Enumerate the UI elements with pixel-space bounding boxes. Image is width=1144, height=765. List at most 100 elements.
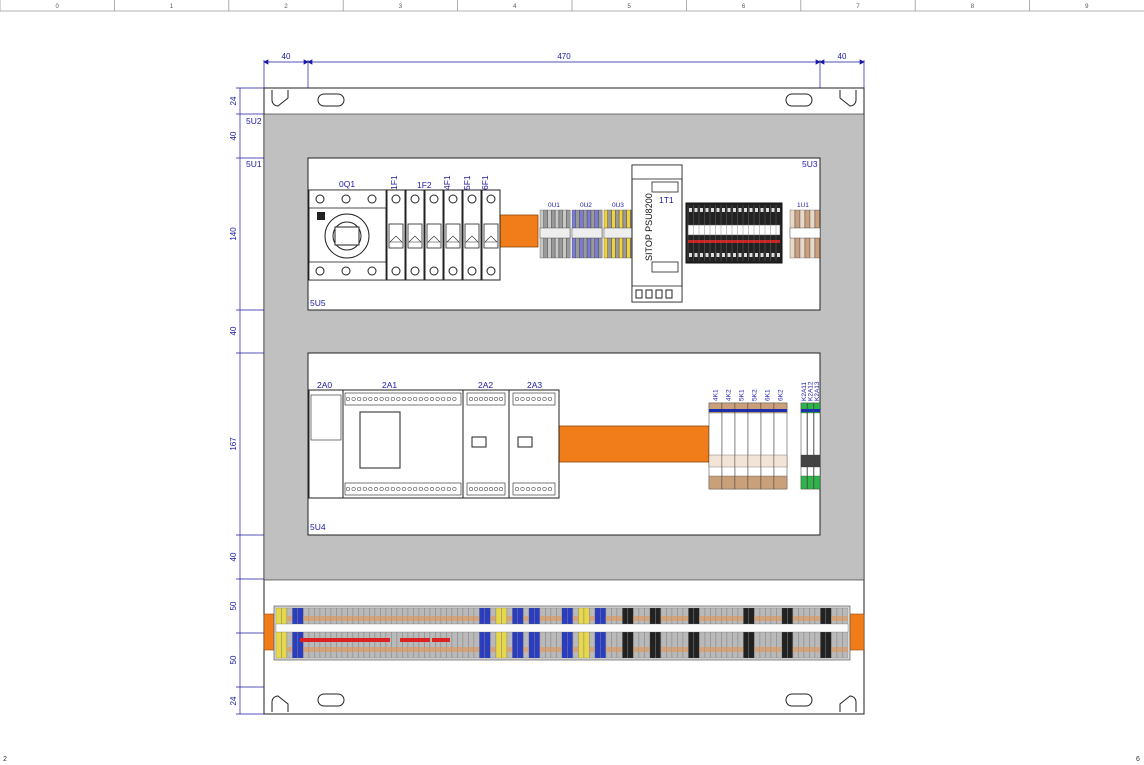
strip-terminal	[814, 607, 821, 659]
strip-terminal	[754, 607, 760, 659]
strip-terminal	[418, 607, 425, 659]
psu-label: SITOP PSU8200	[644, 193, 654, 261]
top-dimensions	[263, 59, 865, 95]
terminal-block-1u1	[789, 209, 821, 259]
tag-0u1: 0U1	[548, 202, 560, 209]
tag-1u1: 1U1	[797, 202, 809, 209]
strip-terminal	[820, 607, 826, 659]
breaker-tag: 5F1	[462, 175, 472, 190]
strip-terminal	[561, 607, 568, 659]
dim-left-4: 167	[229, 437, 238, 451]
strip-terminal	[792, 607, 799, 659]
tag-2a3: 2A3	[527, 380, 542, 390]
strip-terminal	[704, 607, 711, 659]
strip-terminal	[556, 607, 562, 659]
strip-terminal	[572, 607, 579, 659]
strip-terminal	[655, 607, 661, 659]
relay-tag: 4K1	[713, 389, 720, 401]
strip-terminal	[308, 607, 315, 659]
label-5u2: 5U2	[246, 116, 262, 126]
strip-terminal	[638, 607, 645, 659]
strip-terminal	[831, 607, 837, 659]
tag-2a0: 2A0	[317, 380, 332, 390]
strip-terminal	[759, 607, 766, 659]
mounting-slot-tl	[271, 90, 289, 107]
strip-terminal	[677, 607, 683, 659]
strip-terminal	[765, 607, 771, 659]
strip-terminal	[303, 607, 309, 659]
sheet-corner-left: 2	[3, 756, 7, 763]
label-5u1: 5U1	[246, 159, 262, 169]
tag-0u3: 0U3	[612, 202, 624, 209]
dim-left-2: 140	[229, 227, 238, 241]
strip-terminal	[446, 607, 452, 659]
breaker-tag: 1F1	[389, 175, 399, 190]
tag-2a1: 2A1	[382, 380, 397, 390]
relay-tag: K2A13	[814, 381, 821, 401]
strip-terminal	[550, 607, 557, 659]
strip-terminal	[517, 607, 524, 659]
strip-terminal	[440, 607, 447, 659]
strip-terminal	[644, 607, 650, 659]
strip-terminal	[424, 607, 430, 659]
strip-terminal	[726, 607, 733, 659]
strip-terminal	[545, 607, 551, 659]
strip-terminal	[781, 607, 788, 659]
ruler-column-number: 2	[284, 4, 288, 10]
relay-tag: K2A12	[808, 381, 815, 401]
strip-terminal	[671, 607, 678, 659]
strip-terminal	[605, 607, 612, 659]
distribution-terminals	[685, 202, 783, 264]
strip-terminal	[363, 607, 370, 659]
power-supply-1t1	[631, 164, 683, 303]
strip-terminal	[413, 607, 419, 659]
strip-terminal	[809, 607, 815, 659]
label-5u4: 5U4	[310, 522, 326, 532]
ruler-column-number: 5	[628, 4, 632, 10]
strip-terminal	[836, 607, 843, 659]
strip-terminal	[468, 607, 474, 659]
strip-terminal	[484, 607, 491, 659]
strip-terminal	[374, 607, 381, 659]
tag-0q1: 0Q1	[339, 179, 355, 189]
strip-terminal	[451, 607, 458, 659]
strip-terminal	[490, 607, 496, 659]
strip-terminal	[523, 607, 529, 659]
main-switch-0q1	[308, 189, 387, 281]
strip-terminal	[633, 607, 639, 659]
breaker-tag: 6F1	[480, 175, 490, 190]
strip-terminal	[319, 607, 326, 659]
strip-terminal	[297, 607, 304, 659]
strip-terminal	[347, 607, 353, 659]
relay-tag: 4K2	[726, 389, 733, 401]
strip-terminal	[275, 607, 282, 659]
strip-terminal	[457, 607, 463, 659]
strip-terminal	[627, 607, 634, 659]
strip-terminal	[479, 607, 485, 659]
strip-terminal	[798, 607, 804, 659]
plc-modules	[308, 389, 560, 499]
bottom-terminal-strip	[263, 605, 865, 661]
dim-left-6: 50	[229, 601, 238, 610]
strip-terminal	[501, 607, 507, 659]
strip-terminal	[286, 607, 293, 659]
relay-tag: K2A11	[801, 382, 808, 401]
strip-terminal	[429, 607, 436, 659]
strip-terminal	[622, 607, 628, 659]
strip-terminal	[611, 607, 617, 659]
strip-terminal	[787, 607, 793, 659]
tag-2a2: 2A2	[478, 380, 493, 390]
strip-terminal	[732, 607, 738, 659]
dim-left-1: 40	[229, 131, 238, 140]
relay-tag: 6K2	[778, 389, 785, 401]
left-dimensions	[236, 87, 266, 715]
dim-top-left: 40	[282, 52, 291, 61]
strip-terminal	[358, 607, 364, 659]
strip-terminal	[336, 607, 342, 659]
strip-terminal	[688, 607, 694, 659]
ruler-column-number: 4	[513, 4, 517, 10]
